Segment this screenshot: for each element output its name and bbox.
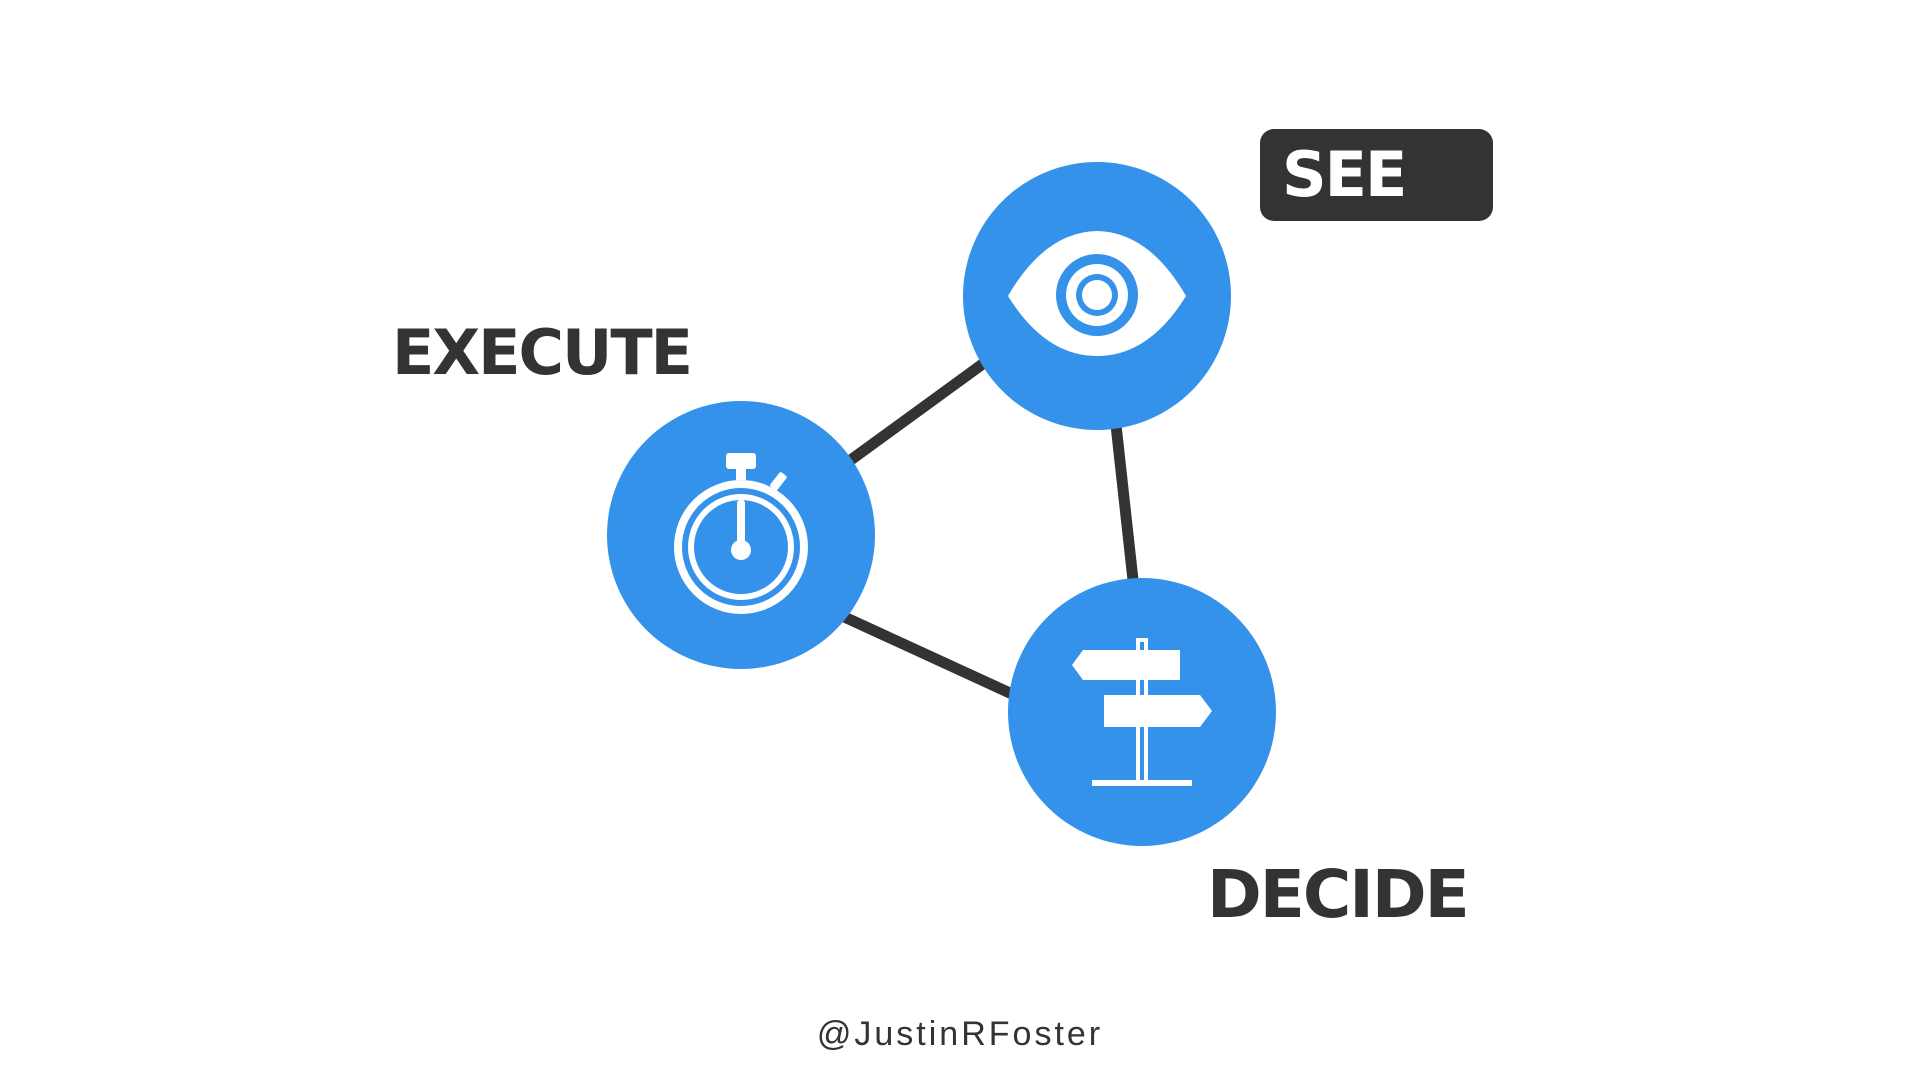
edge-execute-decide (834, 609, 1018, 700)
see-label: SEE (1282, 138, 1407, 211)
signpost-icon (1072, 638, 1212, 786)
decide-node (1008, 578, 1276, 846)
edge-see-decide (1110, 419, 1139, 586)
execute-node (607, 401, 875, 669)
author-handle: @JustinRFoster (816, 1015, 1104, 1053)
see-badge: SEE (1260, 129, 1493, 221)
eye-icon (1008, 231, 1186, 356)
execute-label: EXECUTE (392, 316, 693, 389)
see-node (963, 162, 1231, 430)
decide-label: DECIDE (1207, 856, 1470, 933)
edge-execute-see (842, 357, 990, 468)
stopwatch-icon (674, 453, 808, 614)
